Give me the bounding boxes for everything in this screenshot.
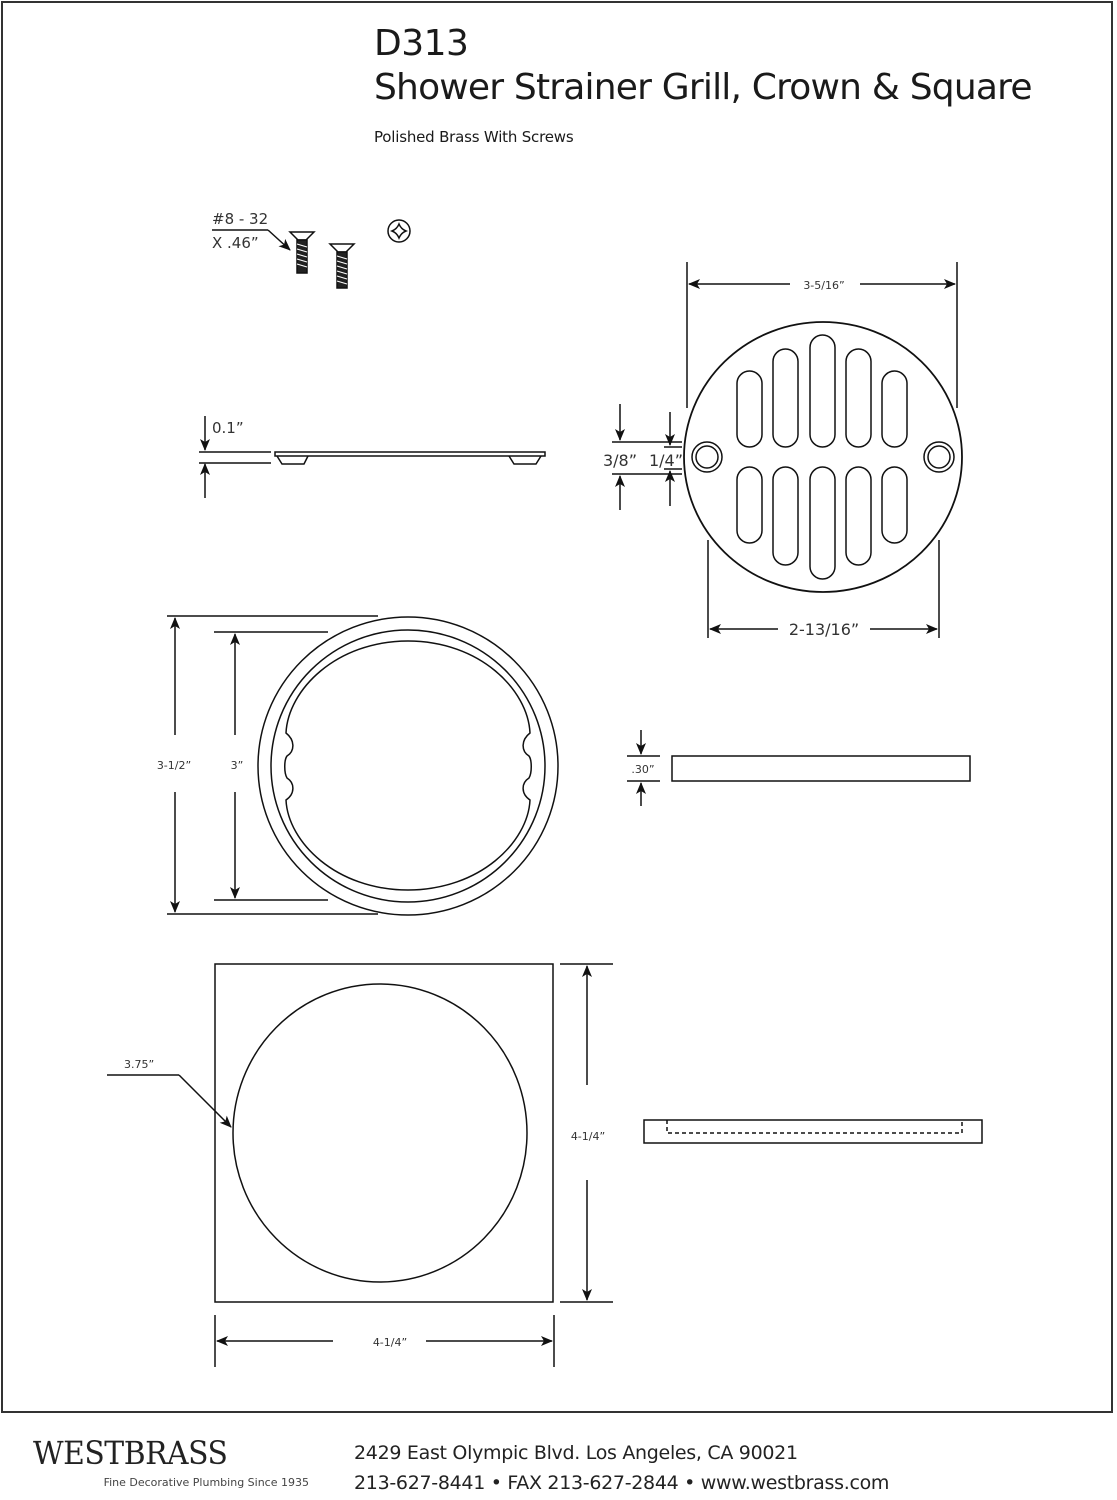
crown-thickness-label: .30” [631,763,654,776]
crown-ring-view: 3-1/2” 3” [157,615,559,916]
phillips-head-icon [387,219,411,243]
brand-logo: WESTBRASS Fine Decorative Plumbing Since… [33,1436,313,1489]
grill-side-view: 0.1” [199,416,546,498]
slot-gap-outer-label: 3/8” [603,451,637,470]
grill-outer-diameter-label: 3-5/16” [803,279,844,292]
grill-thickness-label: 0.1” [212,419,244,437]
screw-spec-line2: X .46” [212,234,259,252]
screw-spacing-label: 2-13/16” [789,620,859,639]
crown-side-view: .30” [627,730,971,806]
product-name: Shower Strainer Grill, Crown & Square [374,67,1033,108]
footer: WESTBRASS Fine Decorative Plumbing Since… [0,1414,1117,1500]
square-height-label: 4-1/4” [571,1130,605,1143]
brand-tagline: Fine Decorative Plumbing Since 1935 [103,1476,309,1489]
screw-icon [328,243,356,289]
square-width-label: 4-1/4” [373,1336,407,1349]
address-line: 2429 East Olympic Blvd. Los Angeles, CA … [354,1442,798,1464]
crown-inner-diameter-label: 3” [231,759,244,772]
title-block: D313 Shower Strainer Grill, Crown & Squa… [374,23,1033,147]
model-number: D313 [374,23,469,64]
product-subtitle: Polished Brass With Screws [374,128,574,146]
drawing-frame [1,1,1113,1413]
slot-gap-inner-label: 1/4” [649,451,683,470]
screw-spec-line1: #8 - 32 [212,210,268,228]
contact-line[interactable]: 213-627-8441 • FAX 213-627-2844 • www.we… [354,1472,890,1494]
brand-name: WESTBRASS [33,1434,228,1472]
opening-diameter-label: 3.75” [124,1058,154,1071]
contact-block: 2429 East Olympic Blvd. Los Angeles, CA … [354,1438,889,1498]
square-side-view [643,1119,983,1144]
technical-drawing: #8 - 32 X .46” 0.1” [107,210,983,1367]
square-plate-view: 3.75” 4-1/4” 4-1/4” [107,963,613,1367]
grill-top-view: 3-5/16” 3/8” 1/4” 2-13/16” [603,262,963,639]
screw-icon [288,231,316,274]
crown-outer-diameter-label: 3-1/2” [157,759,191,772]
screws-group: #8 - 32 X .46” [212,210,411,289]
